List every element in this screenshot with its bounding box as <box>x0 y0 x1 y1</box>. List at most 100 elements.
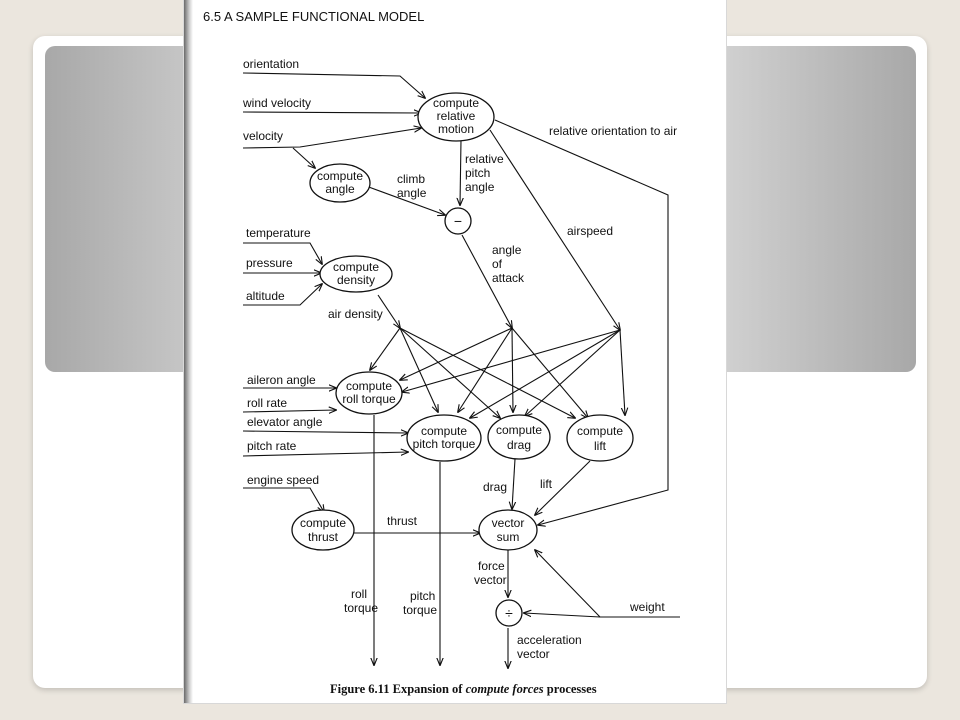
flow-angle-of-attack <box>461 234 512 328</box>
flow-label-pitch-2: torque <box>403 603 437 617</box>
flow-roll-rate <box>242 410 336 412</box>
section-heading: 6.5 A SAMPLE FUNCTIONAL MODEL <box>203 9 424 24</box>
input-temperature: temperature <box>246 226 311 240</box>
flow-label-roll-2: torque <box>344 601 378 615</box>
fan-aoa-drag <box>512 327 513 412</box>
flow-engine-speed <box>243 487 324 512</box>
input-elevator-angle: elevator angle <box>247 415 323 429</box>
label-pitch-1: compute <box>421 424 467 438</box>
flow-drag <box>512 458 515 509</box>
caption-italic: compute forces <box>466 682 544 696</box>
process-labels: compute relative motion compute angle − … <box>300 96 623 621</box>
flow-pitch-rate <box>242 452 408 457</box>
process-compute-lift <box>566 414 634 462</box>
figure-caption: Figure 6.11 Expansion of compute forces … <box>330 682 597 696</box>
caption-suffix: processes <box>544 682 597 696</box>
input-roll-rate: roll rate <box>247 396 287 410</box>
flow-label-aoa-3: attack <box>492 271 525 285</box>
flow-altitude <box>243 284 322 306</box>
caption-prefix: Figure 6.11 Expansion of <box>330 682 466 696</box>
flow-relorient <box>494 119 669 525</box>
process-compute-pitch-torque <box>406 414 482 462</box>
flow-elevator-angle <box>242 431 408 433</box>
flow-label-force-1: force <box>478 559 505 573</box>
input-engine-speed: engine speed <box>247 473 319 487</box>
flow-weight-divide <box>524 613 601 618</box>
flow-label-drag: drag <box>483 480 507 494</box>
input-altitude: altitude <box>246 289 285 303</box>
fan-airspeed-pitch <box>470 329 621 418</box>
flow-airspeed <box>489 129 620 330</box>
flow-orientation <box>242 72 425 98</box>
label-roll-2: roll torque <box>342 392 396 406</box>
label-angle-2: angle <box>325 182 355 196</box>
process-divide <box>495 599 523 627</box>
label-lift-2: lift <box>594 439 607 453</box>
label-roll-1: compute <box>346 379 392 393</box>
flow-label-airspeed: airspeed <box>567 224 613 238</box>
flow-relative-pitch <box>460 139 461 205</box>
label-thrust-1: compute <box>300 516 346 530</box>
flow-label-force-2: vector <box>474 573 507 587</box>
flow-label-relpitch-3: angle <box>465 180 495 194</box>
fan-airspeed-roll <box>402 329 621 392</box>
fan-aoa-pitch <box>458 327 513 412</box>
flow-label-pitch-1: pitch <box>410 589 435 603</box>
label-density-1: compute <box>333 260 379 274</box>
label-divide: ÷ <box>505 605 513 621</box>
input-pressure: pressure <box>246 256 293 270</box>
process-compute-roll-torque <box>335 371 403 415</box>
input-labels: orientation wind velocity velocity tempe… <box>242 57 665 614</box>
input-wind-velocity: wind velocity <box>242 96 311 110</box>
input-aileron-angle: aileron angle <box>247 373 316 387</box>
fan-density-pitch <box>399 327 438 412</box>
flow-label-accel-1: acceleration <box>517 633 582 647</box>
label-lift-1: compute <box>577 424 623 438</box>
scanned-page: 6.5 A SAMPLE FUNCTIONAL MODEL <box>184 0 726 703</box>
label-angle-1: compute <box>317 169 363 183</box>
label-relmotion-3: motion <box>438 122 474 136</box>
flow-lift <box>535 460 591 515</box>
label-relmotion-1: compute <box>433 96 479 110</box>
data-flows <box>242 72 680 668</box>
label-vsum-1: vector <box>492 516 525 530</box>
flow-temperature <box>243 242 322 264</box>
process-compute-density <box>319 255 393 293</box>
label-pitch-2: pitch torque <box>413 437 476 451</box>
flow-label-relpitch-1: relative <box>465 152 504 166</box>
flow-velocity-to-motion <box>242 128 421 149</box>
flow-label-lift: lift <box>540 477 553 491</box>
process-compute-angle <box>309 163 371 203</box>
input-pitch-rate: pitch rate <box>247 439 297 453</box>
flow-label-roll-1: roll <box>351 587 367 601</box>
fan-density-roll <box>370 327 401 370</box>
label-thrust-2: thrust <box>308 530 339 544</box>
fan-airspeed-drag <box>525 329 621 416</box>
process-nodes <box>291 92 634 627</box>
fan-density-drag <box>399 327 500 418</box>
flow-velocity-to-angle <box>292 147 315 168</box>
label-drag-2: drag <box>507 438 531 452</box>
process-vector-sum <box>478 509 538 551</box>
input-velocity: velocity <box>243 129 283 143</box>
label-density-2: density <box>337 273 375 287</box>
flow-label-aoa-2: of <box>492 257 503 271</box>
flow-label-aoa-1: angle <box>492 243 522 257</box>
flow-label-thrust: thrust <box>387 514 418 528</box>
label-relmotion-2: relative <box>437 109 476 123</box>
fan-density-lift <box>399 327 575 418</box>
fan-aoa-lift <box>511 327 588 418</box>
label-vsum-2: sum <box>497 530 520 544</box>
scan-shadow-edge <box>184 0 193 703</box>
process-compute-relative-motion <box>417 92 495 142</box>
input-orientation: orientation <box>243 57 299 71</box>
flow-label-climb-1: climb <box>397 172 425 186</box>
flow-wind-velocity <box>242 112 421 113</box>
process-compute-thrust <box>291 509 355 551</box>
process-compute-drag <box>487 414 551 460</box>
fan-aoa-roll <box>400 327 513 380</box>
input-weight: weight <box>629 600 665 614</box>
functional-model-diagram: 6.5 A SAMPLE FUNCTIONAL MODEL <box>203 9 680 696</box>
flow-climb-angle <box>365 185 445 215</box>
flow-label-relorient: relative orientation to air <box>549 124 677 138</box>
